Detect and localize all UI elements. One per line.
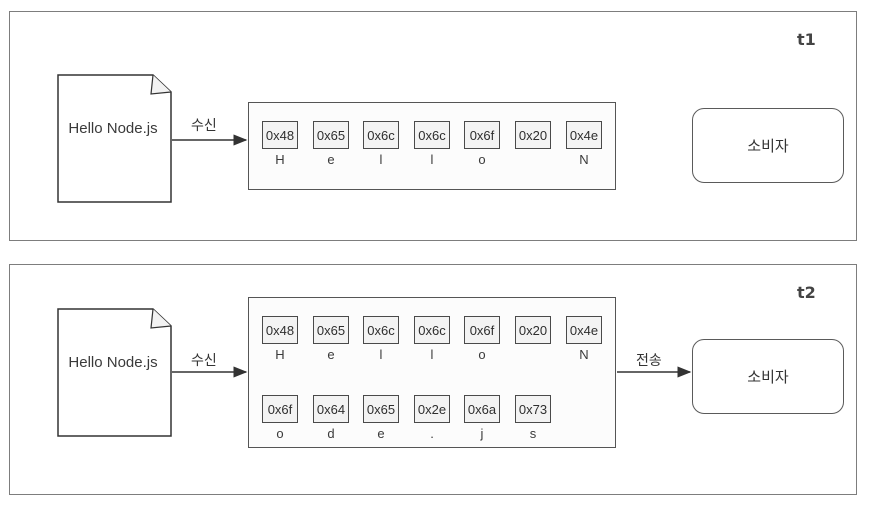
byte-hex: 0x65 <box>313 121 349 149</box>
file-text: Hello Node.js <box>68 354 158 371</box>
document-icon <box>57 308 172 437</box>
byte-char: j <box>480 426 484 441</box>
byte-hex: 0x20 <box>515 316 551 344</box>
byte-hex: 0x20 <box>515 121 551 149</box>
consumer-label: 소비자 <box>747 137 789 155</box>
byte-cell: 0x6a j <box>464 395 502 441</box>
byte-cell: 0x6c l <box>363 121 401 167</box>
byte-char: l <box>430 347 434 362</box>
byte-hex: 0x6f <box>464 121 500 149</box>
byte-cell: 0x65 e <box>363 395 401 441</box>
byte-cell: 0x65 e <box>313 121 351 167</box>
byte-hex: 0x6c <box>414 121 450 149</box>
file-text: Hello Node.js <box>68 120 158 137</box>
byte-hex: 0x4e <box>566 121 602 149</box>
byte-char: o <box>478 152 486 167</box>
byte-char: o <box>478 347 486 362</box>
byte-hex: 0x6c <box>363 316 399 344</box>
byte-cell: 0x6f o <box>464 316 502 362</box>
send-label-t2: 전송 <box>636 353 662 369</box>
consumer-label: 소비자 <box>747 368 789 386</box>
byte-hex: 0x6f <box>262 395 298 423</box>
panel-label: t1 <box>797 30 816 49</box>
receive-label-t2: 수신 <box>191 353 217 369</box>
byte-char: N <box>579 152 589 167</box>
byte-hex: 0x48 <box>262 121 298 149</box>
byte-char: e <box>377 426 385 441</box>
byte-char: d <box>327 426 335 441</box>
byte-char: o <box>276 426 284 441</box>
byte-char: H <box>275 152 285 167</box>
byte-cell: 0x6f o <box>464 121 502 167</box>
byte-cell: 0x48 H <box>262 316 300 362</box>
byte-cell: 0x64 d <box>313 395 351 441</box>
byte-char: . <box>430 426 434 441</box>
byte-char: s <box>529 426 537 441</box>
document-icon <box>57 74 172 203</box>
byte-hex: 0x73 <box>515 395 551 423</box>
byte-cell: 0x6c l <box>363 316 401 362</box>
byte-hex: 0x6c <box>414 316 450 344</box>
byte-hex: 0x48 <box>262 316 298 344</box>
byte-cell: 0x2e . <box>414 395 452 441</box>
byte-cell: 0x6c l <box>414 316 452 362</box>
byte-cell: 0x20 <box>515 121 553 165</box>
byte-cell: 0x73 s <box>515 395 553 441</box>
byte-hex: 0x64 <box>313 395 349 423</box>
panel-label: t2 <box>797 283 816 302</box>
byte-cell: 0x6c l <box>414 121 452 167</box>
byte-cell: 0x6f o <box>262 395 300 441</box>
byte-hex: 0x65 <box>313 316 349 344</box>
byte-char: N <box>579 347 589 362</box>
byte-char: l <box>430 152 434 167</box>
byte-char: e <box>327 347 335 362</box>
consumer-box-t2: 소비자 <box>692 339 844 414</box>
byte-char: H <box>275 347 285 362</box>
byte-hex: 0x2e <box>414 395 450 423</box>
byte-hex: 0x4e <box>566 316 602 344</box>
byte-cell: 0x4e N <box>566 316 604 362</box>
receive-label-t1: 수신 <box>191 118 217 134</box>
byte-char: l <box>379 152 383 167</box>
byte-cell: 0x65 e <box>313 316 351 362</box>
file-document-t2: Hello Node.js <box>57 308 177 438</box>
consumer-box-t1: 소비자 <box>692 108 844 183</box>
byte-cell: 0x20 <box>515 316 553 360</box>
byte-char: l <box>379 347 383 362</box>
byte-cell: 0x4e N <box>566 121 604 167</box>
file-document-t1: Hello Node.js <box>57 74 177 204</box>
byte-cell: 0x48 H <box>262 121 300 167</box>
byte-hex: 0x6f <box>464 316 500 344</box>
byte-hex: 0x65 <box>363 395 399 423</box>
byte-hex: 0x6a <box>464 395 500 423</box>
byte-char: e <box>327 152 335 167</box>
byte-hex: 0x6c <box>363 121 399 149</box>
